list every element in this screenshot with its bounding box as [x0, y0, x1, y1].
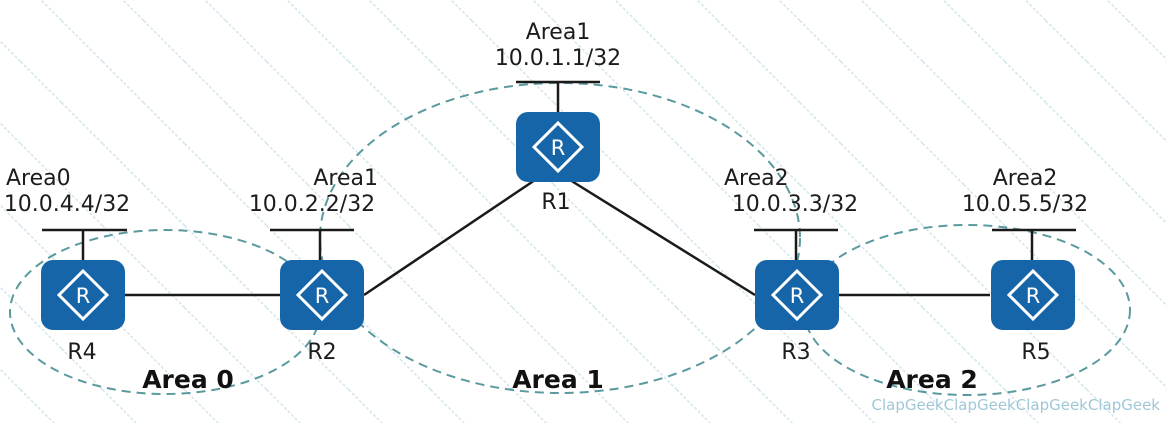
watermark-text: ClapGeekClapGeekClapGeekClapGeek [871, 396, 1161, 414]
area-name: Area2 [992, 166, 1058, 191]
router-r2: R [280, 260, 364, 330]
area-0-title: Area 0 [142, 365, 234, 394]
ip-prefix: 10.0.5.5/32 [961, 192, 1089, 217]
router-body [41, 260, 125, 330]
router-glyph: R [790, 284, 805, 308]
loopback-r2 [270, 228, 354, 260]
router-name-r5: R5 [1021, 340, 1051, 365]
area-name: Area2 [724, 166, 789, 191]
area-name: Area1 [313, 166, 378, 191]
router-glyph: R [76, 284, 91, 308]
router-glyph: R [551, 136, 566, 160]
link-r1-r3 [569, 178, 756, 297]
router-glyph: R [1026, 284, 1041, 308]
router-body [755, 260, 839, 330]
router-icon [56, 268, 110, 322]
router-icon [770, 268, 824, 322]
loopback-label-r2: Area1 10.0.2.2/32 [242, 166, 382, 218]
link-r2-r1 [363, 178, 536, 297]
loopback-r1 [516, 80, 600, 112]
router-name-r1: R1 [541, 190, 571, 215]
loopback-label-r4: Area0 10.0.4.4/32 [0, 166, 134, 218]
router-r4: R [41, 260, 125, 330]
router-r5: R [991, 260, 1075, 330]
ip-prefix: 10.0.1.1/32 [494, 46, 622, 71]
router-icon [1006, 268, 1060, 322]
router-r1: R [516, 112, 600, 182]
router-body [516, 112, 600, 182]
loopback-r4 [42, 228, 127, 260]
loopback-label-r5: Area2 10.0.5.5/32 [955, 166, 1095, 218]
router-body [280, 260, 364, 330]
area-1-boundary [319, 82, 801, 394]
ip-prefix: 10.0.4.4/32 [3, 192, 131, 217]
router-icon [531, 120, 585, 174]
router-icon [295, 268, 349, 322]
loopback-label-r3: Area2 10.0.3.3/32 [722, 166, 868, 218]
area-2-title: Area 2 [886, 365, 978, 394]
loopback-r3 [754, 228, 838, 260]
router-name-r2: R2 [307, 340, 337, 365]
router-body [991, 260, 1075, 330]
router-name-r4: R4 [67, 340, 97, 365]
router-r3: R [755, 260, 839, 330]
loopback-label-r1: Area1 10.0.1.1/32 [488, 20, 628, 72]
area-1-title: Area 1 [512, 365, 604, 394]
loopback-r5 [992, 228, 1076, 260]
area-name: Area1 [525, 20, 591, 45]
ip-prefix: 10.0.3.3/32 [731, 192, 859, 217]
router-glyph: R [315, 284, 330, 308]
area-2-boundary [803, 224, 1131, 396]
router-name-r3: R3 [781, 340, 811, 365]
ip-prefix: 10.0.2.2/32 [248, 192, 376, 217]
area-name: Area0 [6, 166, 71, 191]
